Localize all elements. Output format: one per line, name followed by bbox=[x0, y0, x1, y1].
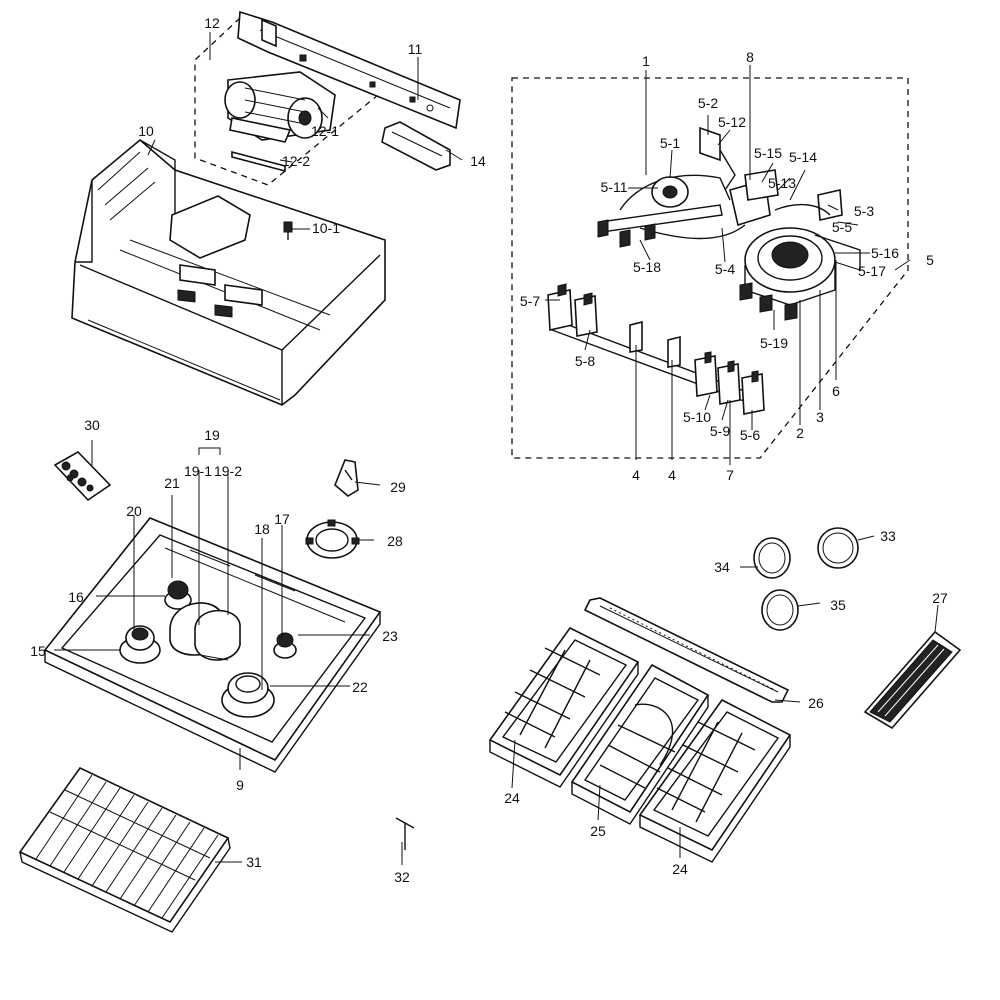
part-label-10-1: 10-1 bbox=[312, 220, 340, 236]
part-label-27: 27 bbox=[932, 590, 948, 606]
part-label-25: 25 bbox=[590, 823, 606, 839]
part-label-12: 12 bbox=[204, 15, 220, 31]
part-label-5-10: 5-10 bbox=[683, 409, 711, 425]
group-box-top bbox=[194, 17, 379, 186]
part-label-26: 26 bbox=[808, 695, 824, 711]
part-label-5-15: 5-15 bbox=[754, 145, 782, 161]
part-label-17: 17 bbox=[274, 511, 290, 527]
part-label-5-16: 5-16 bbox=[871, 245, 899, 261]
oven-body-part-10 bbox=[71, 138, 386, 406]
part-label-6: 6 bbox=[832, 383, 840, 399]
burner-cap-part-33 bbox=[817, 527, 859, 569]
part-label-4: 4 bbox=[632, 467, 640, 483]
part-label-2: 2 bbox=[796, 425, 804, 441]
part-label-19: 19 bbox=[204, 427, 220, 443]
part-label-24: 24 bbox=[672, 861, 688, 877]
part-label-4: 4 bbox=[668, 467, 676, 483]
part-label-33: 33 bbox=[880, 528, 896, 544]
part-label-35: 35 bbox=[830, 597, 846, 613]
part-label-5-2: 5-2 bbox=[698, 95, 718, 111]
part-label-5-19: 5-19 bbox=[760, 335, 788, 351]
part-label-23: 23 bbox=[382, 628, 398, 644]
part-label-12-2: 12-2 bbox=[282, 153, 310, 169]
part-label-5-6: 5-6 bbox=[740, 427, 760, 443]
knob-set-part-30 bbox=[53, 450, 112, 502]
part-label-15: 15 bbox=[30, 643, 46, 659]
part-label-21: 21 bbox=[164, 475, 180, 491]
part-label-16: 16 bbox=[68, 589, 84, 605]
part-label-19-1: 19-1 bbox=[184, 463, 212, 479]
clip-part-32 bbox=[395, 817, 415, 850]
part-label-5-8: 5-8 bbox=[575, 353, 595, 369]
part-label-11: 11 bbox=[408, 41, 423, 57]
part-label-5-13: 5-13 bbox=[768, 175, 796, 191]
part-label-5-12: 5-12 bbox=[718, 114, 746, 130]
part-label-31: 31 bbox=[246, 854, 262, 870]
part-label-34: 34 bbox=[714, 559, 730, 575]
part-label-29: 29 bbox=[390, 479, 406, 495]
part-label-3: 3 bbox=[816, 409, 824, 425]
part-label-5-11: 5-11 bbox=[601, 179, 628, 195]
burner-part-16 bbox=[164, 580, 192, 610]
group-box-valves bbox=[511, 77, 909, 459]
part-label-5-18: 5-18 bbox=[633, 259, 661, 275]
valve-manifold-lower bbox=[547, 283, 765, 415]
part-label-5-17: 5-17 bbox=[858, 263, 886, 279]
part-label-8: 8 bbox=[746, 49, 754, 65]
part-label-18: 18 bbox=[254, 521, 270, 537]
part-label-5-4: 5-4 bbox=[715, 261, 735, 277]
leader-lines bbox=[54, 32, 939, 865]
grate-part-24-left bbox=[488, 626, 640, 788]
part-label-32: 32 bbox=[394, 869, 410, 885]
part-label-24: 24 bbox=[504, 790, 520, 806]
oven-rack-part-31 bbox=[18, 766, 231, 933]
fan-motor-part-12-1 bbox=[224, 71, 336, 143]
part-label-12-1: 12-1 bbox=[311, 123, 339, 139]
grate-part-25-center bbox=[570, 663, 710, 825]
burner-part-22 bbox=[221, 672, 275, 718]
griddle-burner-part-19 bbox=[169, 602, 241, 661]
part-label-28: 28 bbox=[387, 533, 403, 549]
part-label-14: 14 bbox=[470, 153, 486, 169]
part-label-19-2: 19-2 bbox=[214, 463, 242, 479]
part-label-20: 20 bbox=[126, 503, 142, 519]
rear-bracket-part-11 bbox=[237, 10, 461, 130]
part-label-22: 22 bbox=[352, 679, 368, 695]
sensor-part-10-1 bbox=[283, 221, 293, 240]
part-label-1: 1 bbox=[642, 53, 650, 69]
part-label-5-3: 5-3 bbox=[854, 203, 874, 219]
valve-manifold-upper bbox=[597, 126, 843, 248]
burner-part-15 bbox=[119, 625, 161, 664]
cover-part-14 bbox=[381, 121, 451, 171]
bracket-bar-part-12-2 bbox=[231, 150, 286, 173]
grate-part-24-right bbox=[638, 698, 792, 863]
part-label-5-5: 5-5 bbox=[832, 219, 852, 235]
part-label-5-9: 5-9 bbox=[710, 423, 730, 439]
part-label-10: 10 bbox=[138, 123, 154, 139]
burner-cap-part-34 bbox=[753, 537, 791, 579]
rear-trim-part-26 bbox=[583, 597, 790, 703]
part-label-9: 9 bbox=[236, 777, 244, 793]
burner-part-23 bbox=[273, 632, 297, 659]
burner-ring-part-28 bbox=[305, 519, 360, 559]
part-label-5: 5 bbox=[926, 252, 934, 268]
bracket-part-29 bbox=[334, 459, 359, 497]
griddle-part-27 bbox=[863, 630, 962, 730]
regulator-coil bbox=[739, 227, 861, 321]
burner-cap-part-35 bbox=[761, 589, 799, 631]
part-label-5-1: 5-1 bbox=[660, 135, 680, 151]
part-label-5-7: 5-7 bbox=[520, 293, 540, 309]
part-label-5-14: 5-14 bbox=[789, 149, 817, 165]
part-label-7: 7 bbox=[726, 467, 734, 483]
part-label-30: 30 bbox=[84, 417, 100, 433]
